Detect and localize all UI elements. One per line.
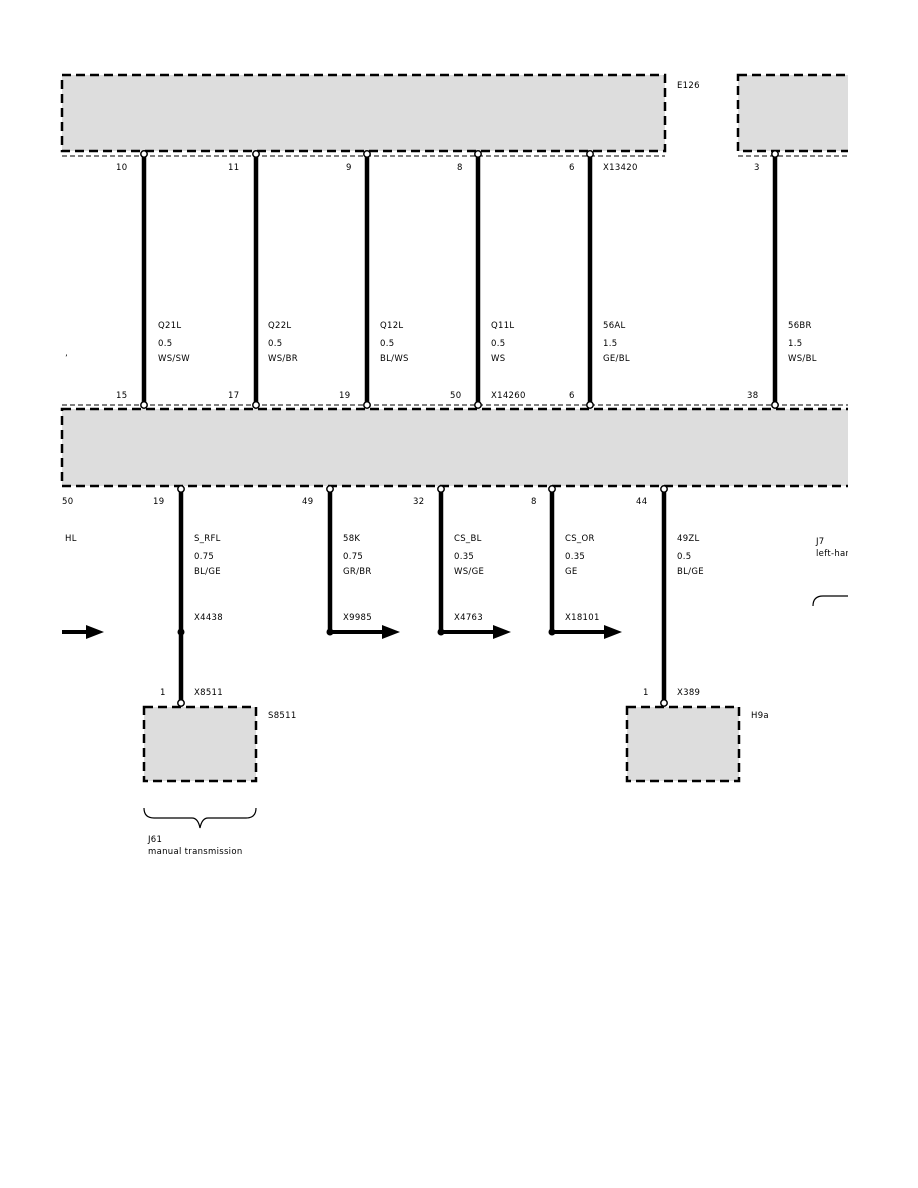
middle-pin-label: 6 [569, 391, 575, 401]
lower-wires [177, 485, 668, 707]
middle-pin-label: 15 [116, 391, 127, 401]
wire-gauge-label: 0.75 [194, 552, 214, 562]
wire-gauge-label: 1.5 [603, 339, 617, 349]
component-s8511-label: S8511 [268, 711, 297, 721]
wire-id-label: Q12L [380, 321, 403, 331]
wire-id-label: Q11L [491, 321, 514, 331]
component-h9a [625, 705, 741, 783]
wire-id-label: 56AL [603, 321, 626, 331]
pin-label: 1 [643, 688, 649, 698]
wire-gauge-label: 0.5 [491, 339, 505, 349]
wire-id-label: Q22L [268, 321, 291, 331]
wire-gauge-label: 0.35 [565, 552, 585, 562]
wire-gauge-label: 0.75 [343, 552, 363, 562]
component-h9a-label: H9a [751, 711, 769, 721]
connector-x14260-label: X14260 [491, 391, 526, 401]
upper-pin-label: 9 [346, 163, 352, 173]
connector-x13420-label: X13420 [603, 163, 638, 173]
component-s8511 [142, 705, 258, 783]
lower-pin-label: 44 [636, 497, 647, 507]
wire-color-label: WS/BR [268, 354, 298, 364]
brace-partial-icon [812, 595, 860, 607]
wire-color-label: GR/BR [343, 567, 372, 577]
wire-color-label: WS [491, 354, 505, 364]
lower-wire-labels: HL S_RFL 0.75 BL/GE 58K 0.75 GR/BR CS_BL… [65, 534, 704, 577]
wire-gauge-label: 0.5 [380, 339, 394, 349]
wire-color-label: WS/GE [454, 567, 484, 577]
middle-pin-label: 38 [747, 391, 758, 401]
upper-pin-label: 6 [569, 163, 575, 173]
component-top-right-partial [736, 73, 870, 157]
note-j61-code: J61 [147, 835, 162, 845]
lower-pin-label: 19 [153, 497, 164, 507]
lower-pin-label-partial: 50 [62, 497, 73, 507]
wire-color-label: WS/SW [158, 354, 190, 364]
upper-wires [140, 150, 779, 409]
component-e126 [60, 73, 667, 157]
connector-label: X4763 [454, 613, 483, 623]
connector-label: X9985 [343, 613, 372, 623]
wire-id-label: 56BR [788, 321, 812, 331]
wire-id-label: CS_OR [565, 534, 595, 544]
wire-id-label: 58K [343, 534, 360, 544]
partial-wire-label: HL [65, 534, 77, 544]
upper-pin-label: 11 [228, 163, 239, 173]
wire-color-label: GE [565, 567, 578, 577]
wire-gauge-label: 0.35 [454, 552, 474, 562]
connector-x389-label: X389 [677, 688, 700, 698]
wire-id-label: CS_BL [454, 534, 482, 544]
upper-pin-label: 3 [754, 163, 760, 173]
right-edge-mask [848, 0, 918, 1188]
arrow-x4763-icon [441, 625, 511, 639]
upper-pin-label: 10 [116, 163, 127, 173]
wire-color-label: WS/BL [788, 354, 817, 364]
arrow-x9985-icon [330, 625, 400, 639]
wire-color-label: GE/BL [603, 354, 630, 364]
signal-arrows [62, 625, 622, 639]
connector-x8511-label: X8511 [194, 688, 223, 698]
middle-pin-label: 50 [450, 391, 461, 401]
connector-label: X18101 [565, 613, 600, 623]
wire-id-label: S_RFL [194, 534, 221, 544]
note-j7-label: left-han [816, 549, 851, 559]
wire-color-label: BL/GE [194, 567, 221, 577]
note-j61-label: manual transmission [148, 847, 243, 857]
wire-id-label: 49ZL [677, 534, 700, 544]
lower-pin-label: 32 [413, 497, 424, 507]
upper-wire-labels: Q21L 0.5 WS/SW Q22L 0.5 WS/BR Q12L 0.5 B… [65, 321, 817, 364]
wire-gauge-label: 1.5 [788, 339, 802, 349]
connector-label: X4438 [194, 613, 223, 623]
component-e126-label: E126 [677, 81, 700, 91]
arrow-left-partial-icon [62, 625, 104, 639]
lower-pin-label: 8 [531, 497, 537, 507]
pin-label: 1 [160, 688, 166, 698]
wire-color-label: BL/GE [677, 567, 704, 577]
wire-gauge-label: 0.5 [268, 339, 282, 349]
arrow-x18101-icon [552, 625, 622, 639]
upper-pin-label: 8 [457, 163, 463, 173]
middle-pin-label: 17 [228, 391, 239, 401]
note-j7-code: J7 [815, 537, 825, 547]
lower-pin-label: 49 [302, 497, 313, 507]
wire-color-label: BL/WS [380, 354, 409, 364]
wire-gauge-label: 0.5 [677, 552, 691, 562]
brace-icon [143, 807, 257, 829]
middle-connector-block [60, 404, 870, 488]
partial-wire-label: ’ [65, 354, 68, 364]
wire-gauge-label: 0.5 [158, 339, 172, 349]
middle-pin-label: 19 [339, 391, 350, 401]
wire-id-label: Q21L [158, 321, 181, 331]
